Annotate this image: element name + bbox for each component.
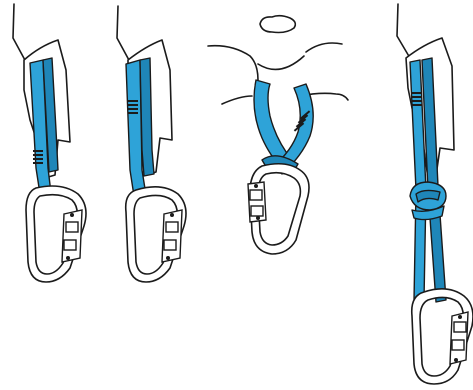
small-rock — [260, 16, 295, 33]
panel-4-knotted-sling — [397, 4, 473, 384]
panel-3-tree-girth-hitch — [208, 16, 348, 254]
panel-1-rock-sling — [13, 4, 86, 282]
wire-line — [397, 4, 410, 58]
panel-2-rock-sling — [117, 6, 186, 282]
carabiner-gate — [450, 312, 468, 364]
carabiner-gate — [248, 182, 266, 222]
carabiner-gate — [62, 210, 82, 262]
wire-line — [117, 6, 130, 62]
tree-trunk — [258, 56, 304, 69]
carabiner-gate — [162, 210, 182, 262]
wire-line — [13, 4, 26, 62]
tree-fork-left — [208, 46, 258, 104]
overhand-knot — [410, 182, 446, 220]
